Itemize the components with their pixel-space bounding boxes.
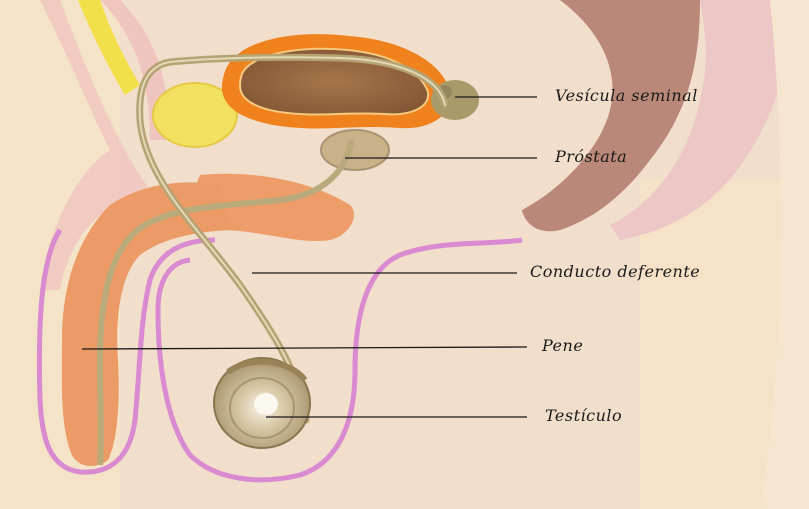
label-conducto-deferente: Conducto deferente [530,262,700,281]
label-vesicula-seminal: Vesícula seminal [555,86,698,105]
label-pene: Pene [542,336,583,355]
label-prostata: Próstata [555,147,627,166]
prostate [321,130,389,170]
testis-center [254,393,278,415]
label-testiculo: Testículo [545,406,622,425]
